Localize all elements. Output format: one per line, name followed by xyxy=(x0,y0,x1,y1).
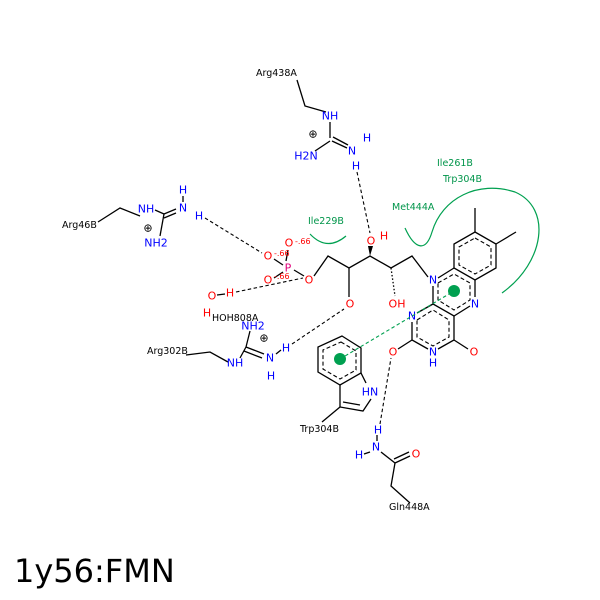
label-met444a: Met444A xyxy=(392,202,435,213)
atom-n5: N xyxy=(471,298,479,311)
water-bond xyxy=(216,293,226,296)
atom-n1: N xyxy=(408,310,416,323)
atom-p: P xyxy=(285,262,292,275)
atom-arg46b-ne: NH xyxy=(138,203,155,216)
atom-gln448a-h1: H xyxy=(374,424,382,437)
atom-arg302b-h1: H xyxy=(267,370,275,383)
atom-arg46b-nh2: NH2 xyxy=(144,237,168,250)
atom-arg46b-nh1: N xyxy=(179,202,187,215)
label-gln448a: Gln448A xyxy=(389,502,430,513)
atom-o2: O xyxy=(389,346,398,359)
atom-o4prime: O xyxy=(346,298,355,311)
atom-o5prime: O xyxy=(305,274,314,287)
label-hoh808a: HOH808A xyxy=(212,313,259,324)
label-arg438a: Arg438A xyxy=(256,68,297,79)
label-arg46b: Arg46B xyxy=(62,220,97,231)
atom-water-h2: H xyxy=(203,307,211,320)
hbond-water-o5prime xyxy=(235,277,304,293)
residue-gln448a xyxy=(363,435,411,504)
atom-arg438a-h2: H xyxy=(352,160,360,173)
residue-arg46b xyxy=(97,196,184,237)
atom-n3: N xyxy=(429,346,437,359)
hbond-gln448a-o2 xyxy=(379,357,392,425)
atom-op2: O xyxy=(285,237,294,250)
atom-arg302b-nh2: NH2 xyxy=(241,320,265,333)
atom-o4: O xyxy=(470,346,479,359)
atom-arg46b-h1: H xyxy=(179,184,187,197)
atom-n3-h: H xyxy=(429,357,437,370)
charge-op2: -.66 xyxy=(295,237,311,246)
label-arg302b: Arg302B xyxy=(147,346,188,357)
atom-arg302b-h2: H xyxy=(282,342,290,355)
plus-charge-arg46b: ⊕ xyxy=(143,222,152,235)
residue-trp304b xyxy=(317,335,372,423)
atom-arg46b-h2: H xyxy=(195,210,203,223)
atom-gln448a-oe1: O xyxy=(412,448,421,461)
atom-arg438a-nh1: N xyxy=(348,145,356,158)
atom-gln448a-ne2: N xyxy=(372,441,380,454)
label-trp304b-hydrophobic: Trp304B xyxy=(442,174,482,185)
plus-charge-arg302b: ⊕ xyxy=(259,332,268,345)
pi-stacking-trp304b xyxy=(339,290,455,360)
atom-arg438a-nh2: H2N xyxy=(294,150,318,163)
atom-o3prime-h: H xyxy=(380,230,388,243)
charge-op1: -.66 xyxy=(274,249,290,258)
label-ile261b: Ile261B xyxy=(437,158,473,169)
atom-water-o: O xyxy=(208,290,217,303)
label-ile229b: Ile229B xyxy=(308,216,344,227)
charge-op3: -.66 xyxy=(274,272,290,281)
atom-gln448a-h2: H xyxy=(355,449,363,462)
fmn-ligand xyxy=(273,208,517,350)
atom-n10: N xyxy=(429,274,437,287)
label-trp304b: Trp304B xyxy=(299,424,339,435)
atom-arg302b-ne: NH xyxy=(227,357,244,370)
residue-arg302b xyxy=(185,330,282,363)
diagram-title: 1y56:FMN xyxy=(14,552,175,590)
plus-charge-arg438a: ⊕ xyxy=(308,128,317,141)
hbond-arg438a-o3prime xyxy=(356,171,371,234)
atom-arg438a-h1: H xyxy=(363,132,371,145)
atom-water-h1: H xyxy=(226,287,234,300)
atom-o3prime: O xyxy=(367,235,376,248)
atom-op3: O xyxy=(264,274,273,287)
hydrophobic-arc-ile229b xyxy=(309,233,347,245)
atom-arg438a-ne: NH xyxy=(322,110,339,123)
hbond-arg302b-o4prime xyxy=(291,308,345,345)
residue-arg438a xyxy=(296,79,349,152)
atom-arg302b-nh1: N xyxy=(266,352,274,365)
hbond-arg46b-op1 xyxy=(204,217,263,254)
atom-o2prime: OH xyxy=(389,298,406,311)
atom-trp304b-ne1: HN xyxy=(362,386,379,399)
atom-op1: O xyxy=(264,250,273,263)
hydrophobic-arc-met444a-ile261b-trp304b xyxy=(404,187,540,294)
